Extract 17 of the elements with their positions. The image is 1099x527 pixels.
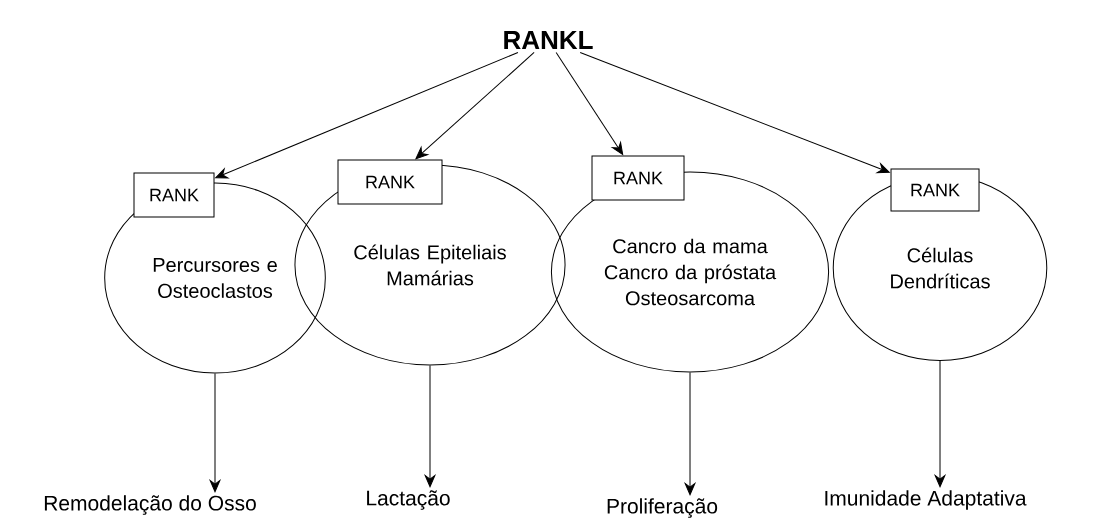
outcome-text: Imunidade Adaptativa bbox=[825, 490, 1027, 510]
receptor-box: RANK bbox=[591, 155, 685, 201]
arrow bbox=[684, 372, 696, 496]
arrow bbox=[209, 373, 221, 493]
receptor-box: RANK bbox=[337, 159, 443, 205]
title-text: RANKL bbox=[504, 31, 593, 49]
receptor-box: RANK bbox=[890, 168, 980, 212]
outcome-text: Proliferação bbox=[607, 498, 718, 518]
arrow bbox=[415, 52, 535, 160]
outcome-text: Remodelação do Osso bbox=[44, 495, 256, 515]
arrow bbox=[934, 360, 946, 488]
arrow bbox=[424, 365, 436, 488]
arrow bbox=[579, 52, 890, 174]
arrow bbox=[215, 52, 519, 179]
arrow bbox=[555, 52, 624, 155]
receptor-box: RANK bbox=[133, 172, 215, 218]
outcome-text: Lactação bbox=[367, 490, 450, 510]
